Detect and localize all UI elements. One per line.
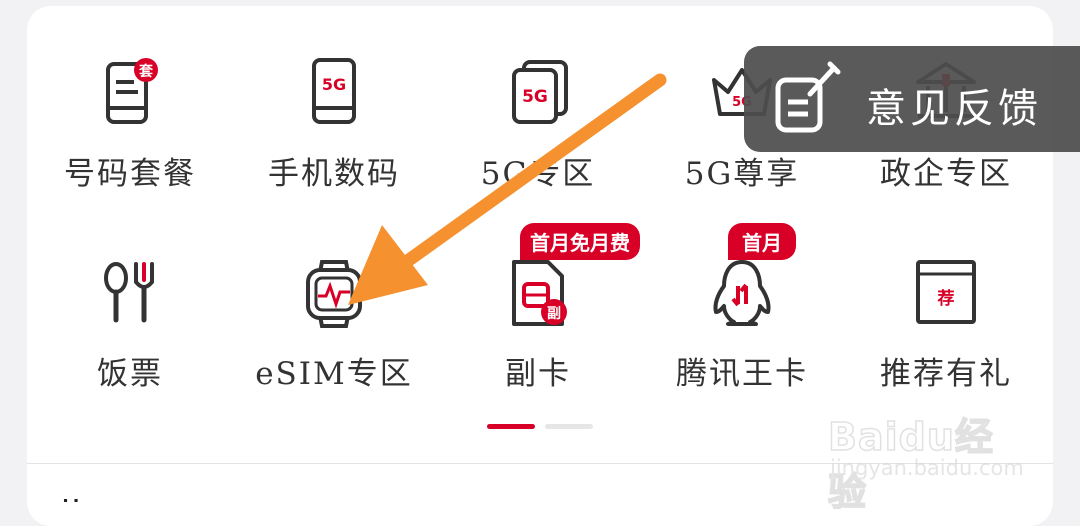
smartwatch-icon bbox=[306, 260, 362, 328]
promo-badge: 首月免月费 bbox=[520, 223, 640, 260]
package-icon-text: 套 bbox=[139, 63, 153, 80]
grid-label: 副卡 bbox=[505, 356, 571, 392]
grid-label: 5G尊享 bbox=[684, 156, 800, 192]
page-indicator-active bbox=[487, 424, 535, 429]
grid-item-5g-premium[interactable]: 5G 5G尊享 bbox=[642, 56, 842, 196]
section-divider bbox=[27, 463, 1053, 464]
promo-badge: 首月 bbox=[728, 223, 796, 260]
next-section-title-partial: 热 bbox=[58, 490, 118, 502]
page-indicator-inactive bbox=[545, 424, 593, 429]
phone-5g-icon: 5G bbox=[312, 58, 356, 124]
grid-item-esim-zone[interactable]: eSIM专区 bbox=[234, 258, 434, 398]
spoon-fork-icon bbox=[104, 262, 154, 323]
grid-item-5g-zone[interactable]: 5G 5G专区 bbox=[438, 56, 638, 196]
grid-label: 饭票 bbox=[97, 356, 163, 392]
grid-label: 号码套餐 bbox=[64, 156, 196, 192]
feedback-label: 意见反馈 bbox=[866, 86, 1042, 132]
grid-label: 推荐有礼 bbox=[880, 356, 1012, 392]
5g-cards-icon: 5G bbox=[512, 60, 568, 124]
edit-feedback-icon bbox=[775, 61, 841, 133]
sim-card-icon: 副 bbox=[512, 260, 567, 326]
baidu-watermark: Baidu经验 jingyan.baidu.com bbox=[827, 406, 1028, 515]
recommend-icon-text: 荐 bbox=[937, 288, 955, 309]
feedback-button[interactable]: 意见反馈 bbox=[744, 46, 1080, 152]
grid-label: 手机数码 bbox=[268, 156, 400, 192]
grid-item-secondary-card[interactable]: 副 副卡 bbox=[438, 258, 638, 398]
penguin-icon bbox=[713, 260, 771, 326]
grid-label: 政企专区 bbox=[880, 156, 1012, 192]
watermark-sub-text: jingyan.baidu.com bbox=[830, 456, 1024, 480]
phone-5g-text: 5G bbox=[322, 75, 346, 94]
grid-item-meal-ticket[interactable]: 饭票 bbox=[30, 258, 230, 398]
grid-item-number-package[interactable]: 套 号码套餐 bbox=[30, 56, 230, 196]
sim-icon-text: 副 bbox=[547, 306, 561, 322]
grid-item-tencent-card[interactable]: 腾讯王卡 bbox=[642, 258, 842, 398]
cards-5g-text: 5G bbox=[522, 87, 548, 107]
phone-package-icon: 套 bbox=[106, 58, 158, 124]
grid-item-referral-reward[interactable]: 荐 推荐有礼 bbox=[846, 258, 1046, 398]
grid-label: 5G专区 bbox=[480, 156, 596, 192]
grid-label: 腾讯王卡 bbox=[676, 356, 808, 392]
grid-item-phones-digital[interactable]: 5G 手机数码 bbox=[234, 56, 434, 196]
recommend-calendar-icon: 荐 bbox=[916, 260, 976, 324]
grid-label: eSIM专区 bbox=[255, 356, 413, 392]
